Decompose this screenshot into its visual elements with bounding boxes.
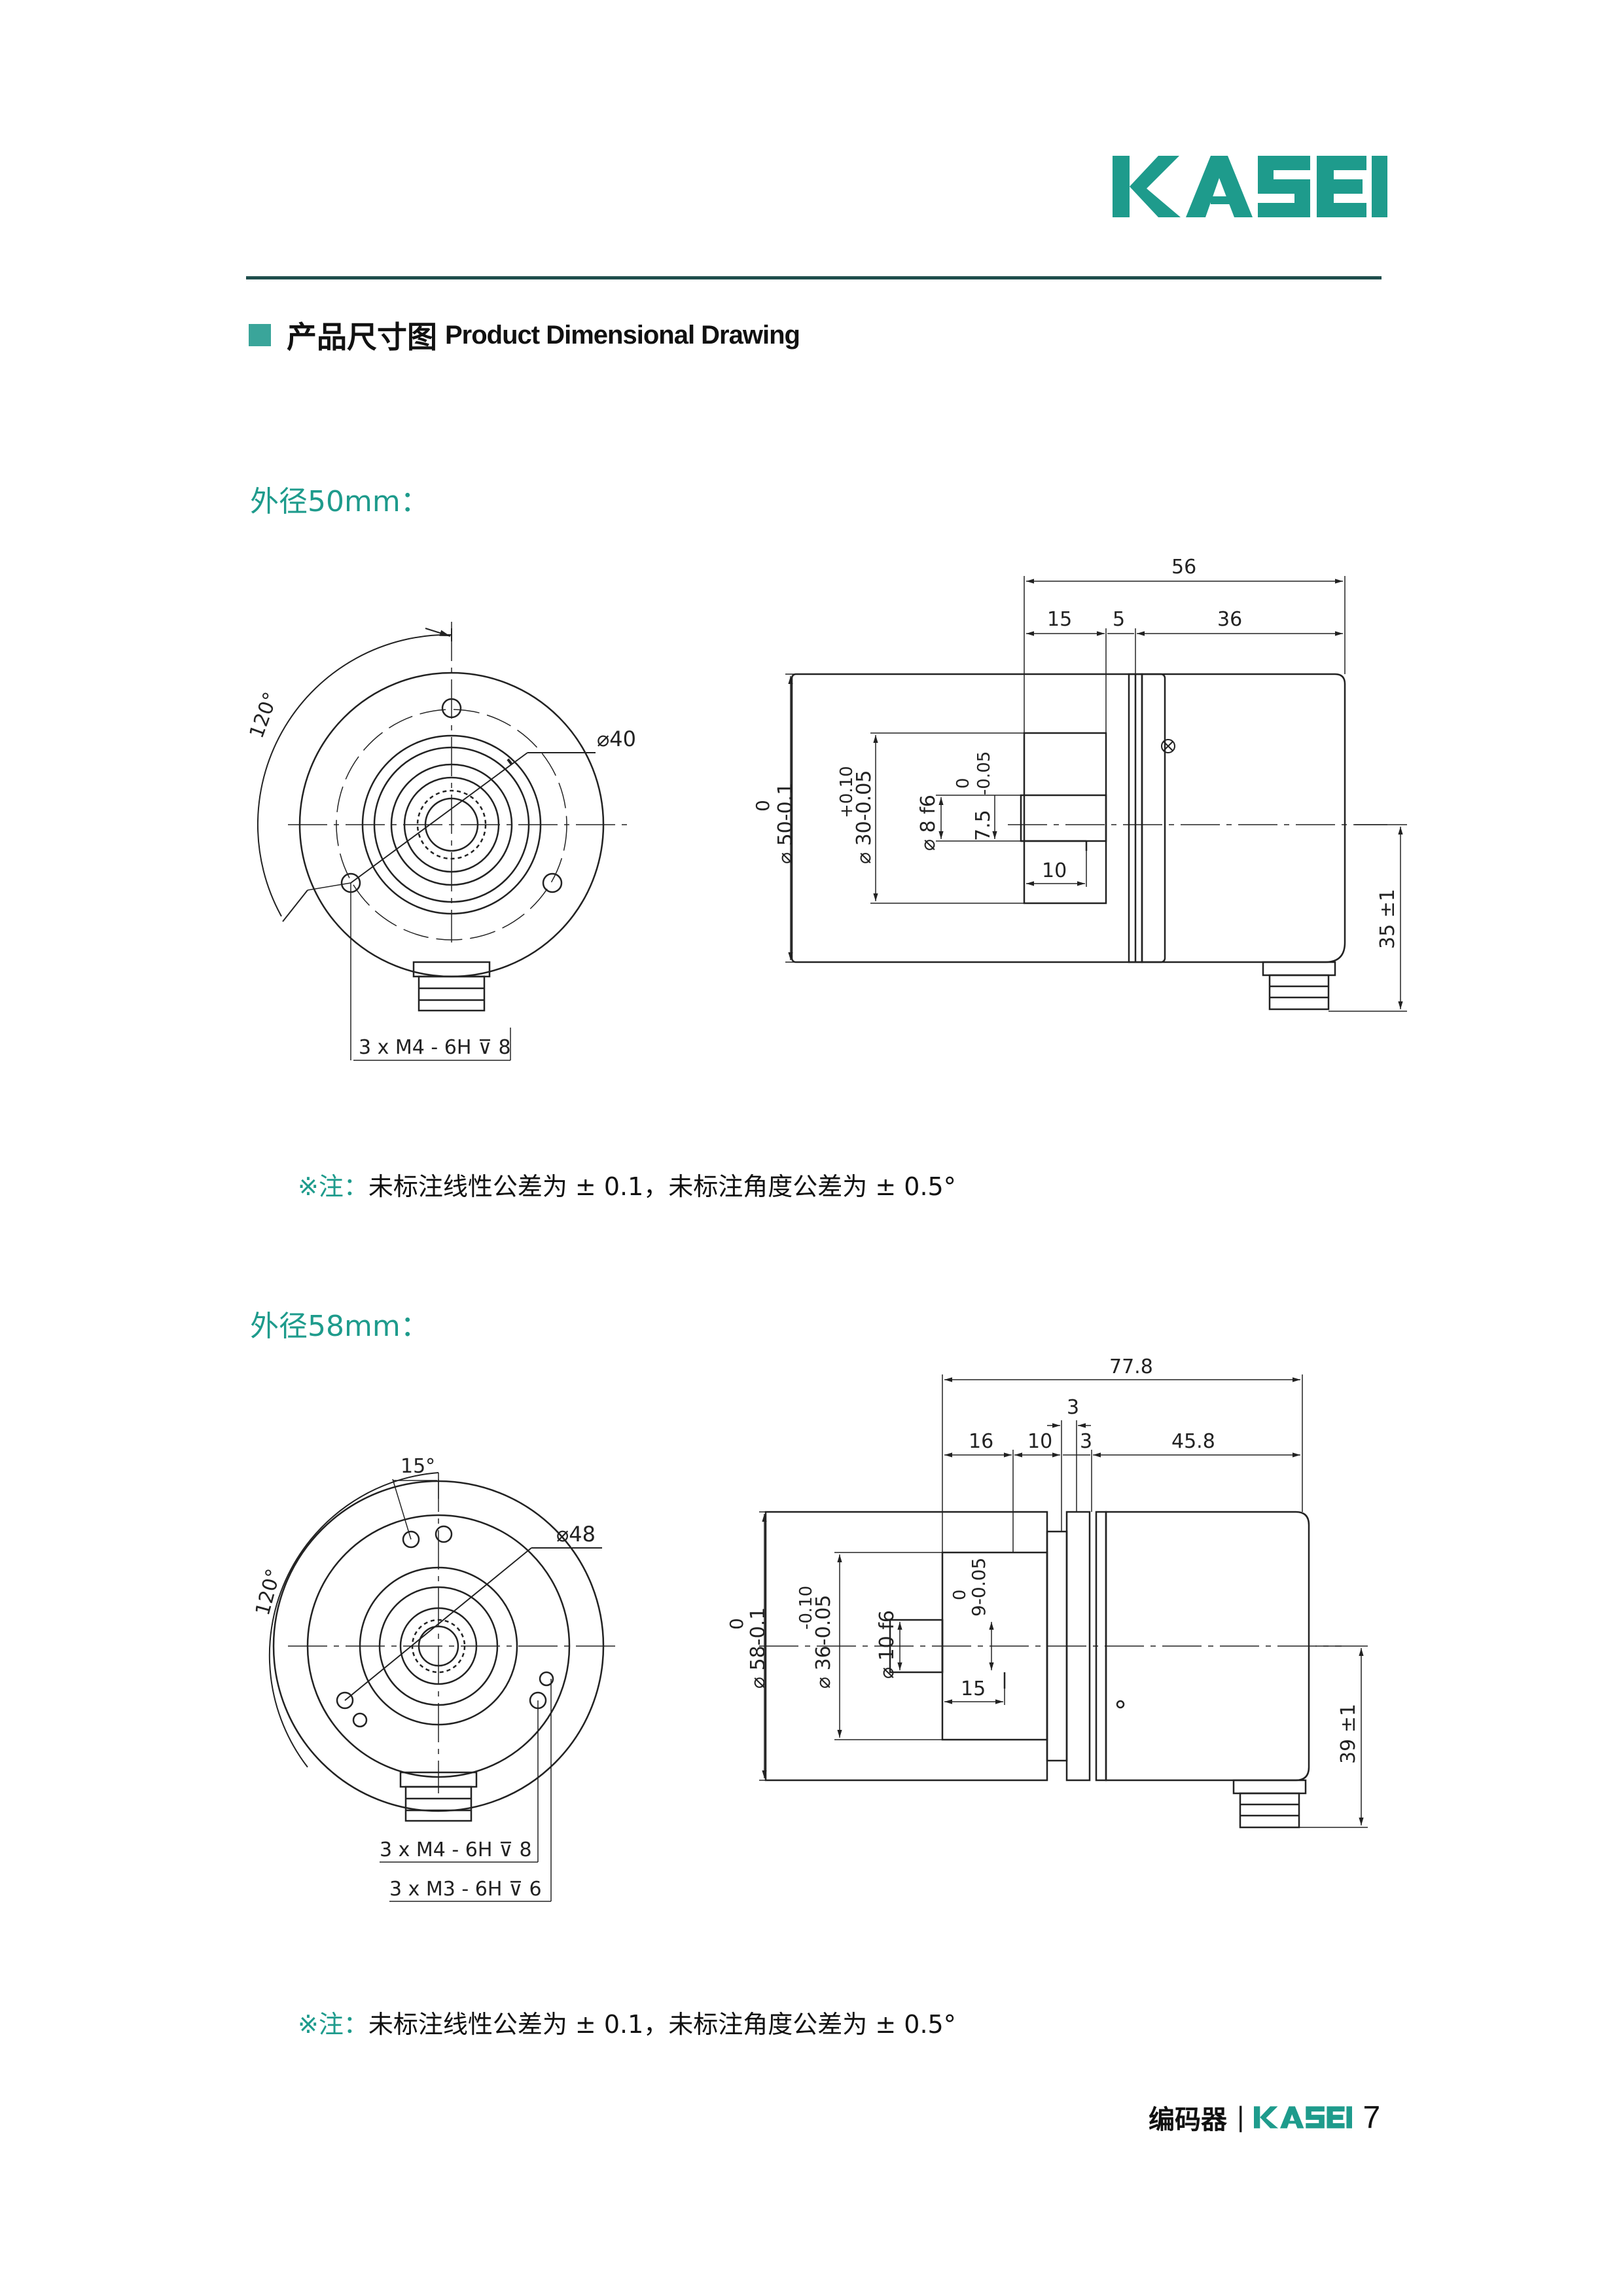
diameter-label-48: ⌀48 — [556, 1522, 596, 1547]
dim-shaft-len: 15 — [961, 1677, 986, 1700]
dim-overall-56: 56 — [1171, 556, 1196, 579]
dim-flange-dia: ⌀ 30-0.05 — [853, 770, 876, 864]
note-50mm: ※注：未标注线性公差为 ± 0.1，未标注角度公差为 ± 0.5° — [298, 1166, 956, 1202]
dim-conn-height: 39 ±1 — [1337, 1704, 1360, 1764]
dim-flat-tol: 0 — [950, 1589, 970, 1600]
footer-separator: | — [1236, 2102, 1245, 2132]
page-number: 7 — [1363, 2100, 1381, 2135]
angle-label-120: 120° — [245, 689, 283, 742]
dim-overall-77-8: 77.8 — [1109, 1355, 1153, 1378]
dim-body-dia-tol: 0 — [726, 1618, 747, 1630]
note-58mm: ※注：未标注线性公差为 ± 0.1，未标注角度公差为 ± 0.5° — [298, 2004, 956, 2040]
kasei-logo — [1113, 156, 1387, 217]
dim-16: 16 — [969, 1430, 993, 1453]
dim-body-dia-tol: 0 — [752, 800, 774, 812]
dim-3: 3 — [1080, 1430, 1092, 1453]
note-mark: ※注： — [298, 1172, 368, 1201]
dim-flat-tol: 0 — [954, 778, 973, 789]
dim-body-dia: ⌀ 58-0.1 — [747, 1607, 770, 1689]
subtitle-58mm: 外径58mm： — [250, 1310, 429, 1343]
dim-body-dia: ⌀ 50-0.1 — [774, 783, 797, 864]
diameter-label-40: ⌀40 — [597, 726, 636, 751]
note-text: 未标注线性公差为 ± 0.1，未标注角度公差为 ± 0.5° — [368, 2010, 956, 2039]
dim-flange-dia: ⌀ 36-0.05 — [812, 1595, 835, 1689]
dim-flange-dia-tol: -0.10 — [796, 1586, 816, 1630]
section-heading: 产品尺寸图 Product Dimensional Drawing — [249, 315, 800, 355]
note-mark: ※注： — [298, 2010, 368, 2039]
dim-shaft-dia: ⌀ 8 f6 — [917, 795, 940, 851]
subtitle-50mm: 外径50mm： — [250, 485, 429, 518]
dim-flat: 9-0.05 — [968, 1558, 990, 1617]
side-view-50mm — [785, 576, 1407, 1012]
page-footer: 编码器 | 7 — [1149, 2098, 1380, 2137]
dim-15: 15 — [1047, 608, 1072, 631]
dim-10: 10 — [1027, 1430, 1052, 1453]
dim-45-8: 45.8 — [1171, 1430, 1215, 1453]
dim-flange-dia-tol: +0.10 — [837, 766, 857, 818]
section-title-en: Product Dimensional Drawing — [445, 320, 800, 350]
section-title-zh: 产品尺寸图 — [287, 319, 437, 355]
thread-label-1: 3 x M4 - 6H ⊽ 8 — [380, 1839, 532, 1861]
front-view-58mm — [268, 1472, 615, 1902]
dim-36: 36 — [1217, 608, 1242, 631]
front-view-50mm — [257, 622, 628, 1061]
note-text: 未标注线性公差为 ± 0.1，未标注角度公差为 ± 0.5° — [368, 1172, 956, 1201]
header-rule — [246, 276, 1382, 279]
dim-shaft-len: 10 — [1042, 859, 1067, 882]
angle-label-15: 15° — [401, 1455, 435, 1478]
side-view-58mm — [759, 1374, 1368, 1829]
dim-shaft-dia: ⌀ 10 f6 — [876, 1610, 899, 1679]
dim-flat-sub: -0.05 — [974, 751, 994, 795]
thread-label-2: 3 x M3 - 6H ⊽ 6 — [389, 1878, 542, 1901]
footer-label: 编码器 — [1149, 2105, 1227, 2135]
dim-5: 5 — [1113, 608, 1125, 631]
dim-flat: 7.5 — [972, 810, 995, 841]
thread-label: 3 x M4 - 6H ⊽ 8 — [359, 1036, 511, 1059]
dim-3-top: 3 — [1067, 1396, 1079, 1419]
dim-conn-height: 35 ±1 — [1376, 889, 1399, 949]
section-bullet-icon — [249, 324, 271, 346]
footer-kasei-logo — [1254, 2106, 1353, 2128]
